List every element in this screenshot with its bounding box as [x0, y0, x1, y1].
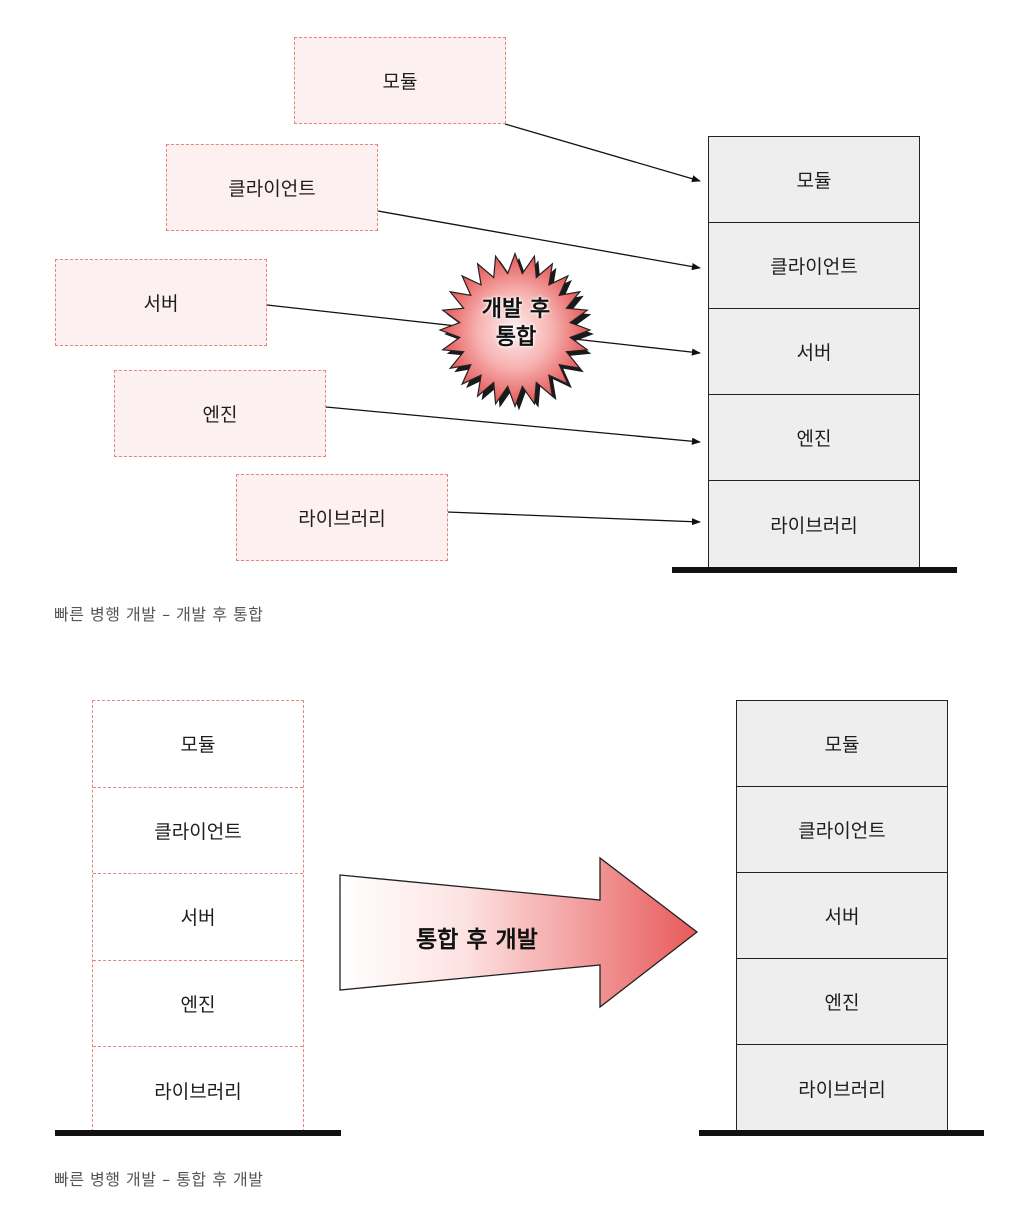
stack-layer-label: 라이브러리 — [770, 514, 858, 537]
caption-top: 빠른 병행 개발 – 개발 후 통합 — [54, 605, 264, 624]
parallel-stack-left: 모듈 클라이언트 서버 엔진 라이브러리 — [92, 700, 304, 1132]
connector-arrow-client — [377, 210, 701, 271]
stack-layer-module: 모듈 — [737, 701, 947, 787]
integrated-stack-top: 모듈 클라이언트 서버 엔진 라이브러리 — [708, 136, 920, 568]
ground-line-bottom-left — [55, 1130, 341, 1136]
stack-layer-label: 클라이언트 — [798, 820, 886, 842]
stack-layer-label: 라이브러리 — [798, 1078, 886, 1101]
burst-label: 개발 후 통합 — [436, 296, 596, 352]
stack-layer-label: 엔진 — [824, 992, 860, 1014]
ground-line-bottom-right — [699, 1130, 984, 1136]
caption-bottom: 빠른 병행 개발 – 통합 후 개발 — [54, 1170, 264, 1189]
module-box-module: 모듈 — [294, 37, 506, 124]
connector-arrow-engine — [325, 406, 701, 445]
stack-layer-server: 서버 — [737, 873, 947, 959]
stack-layer-label: 모듈 — [180, 734, 216, 757]
module-box-engine: 엔진 — [114, 370, 326, 457]
ground-line-top — [672, 567, 957, 573]
module-box-label: 모듈 — [382, 71, 418, 93]
stack-layer-label: 서버 — [180, 907, 216, 930]
stack-layer-label: 클라이언트 — [154, 820, 242, 843]
big-arrow — [339, 856, 699, 1009]
stack-layer-server: 서버 — [93, 874, 303, 961]
connector-arrow-library — [446, 511, 701, 526]
burst-label-line1: 개발 후 — [481, 297, 551, 322]
module-box-label: 서버 — [143, 293, 179, 315]
connector-arrow-module — [504, 123, 701, 183]
module-box-client: 클라이언트 — [166, 144, 378, 231]
stack-layer-label: 서버 — [824, 906, 860, 928]
burst-star — [438, 251, 592, 409]
stack-layer-library: 라이브러리 — [93, 1047, 303, 1134]
stack-layer-engine: 엔진 — [93, 961, 303, 1047]
stack-layer-client: 클라이언트 — [709, 223, 919, 309]
stack-layer-library: 라이브러리 — [737, 1045, 947, 1131]
stack-layer-label: 서버 — [796, 342, 832, 364]
stack-layer-engine: 엔진 — [709, 395, 919, 481]
stack-layer-server: 서버 — [709, 309, 919, 395]
stack-layer-module: 모듈 — [93, 701, 303, 788]
stack-layer-label: 모듈 — [796, 170, 832, 192]
integrated-stack-bottom: 모듈 클라이언트 서버 엔진 라이브러리 — [736, 700, 948, 1132]
stack-layer-label: 모듈 — [824, 734, 860, 756]
stack-layer-library: 라이브러리 — [709, 481, 919, 567]
stack-layer-module: 모듈 — [709, 137, 919, 223]
stack-layer-label: 엔진 — [180, 993, 216, 1016]
stack-layer-engine: 엔진 — [737, 959, 947, 1045]
stack-layer-client: 클라이언트 — [93, 788, 303, 874]
module-box-label: 엔진 — [202, 404, 238, 426]
stack-layer-label: 엔진 — [796, 428, 832, 450]
module-box-label: 클라이언트 — [228, 178, 316, 200]
stack-layer-label: 클라이언트 — [770, 256, 858, 278]
stack-layer-client: 클라이언트 — [737, 787, 947, 873]
module-box-library: 라이브러리 — [236, 474, 448, 561]
module-box-label: 라이브러리 — [298, 508, 386, 530]
big-arrow-label: 통합 후 개발 — [416, 927, 538, 953]
burst-label-line2: 통합 — [495, 325, 537, 350]
stack-layer-label: 라이브러리 — [154, 1080, 242, 1103]
module-box-server: 서버 — [55, 259, 267, 346]
